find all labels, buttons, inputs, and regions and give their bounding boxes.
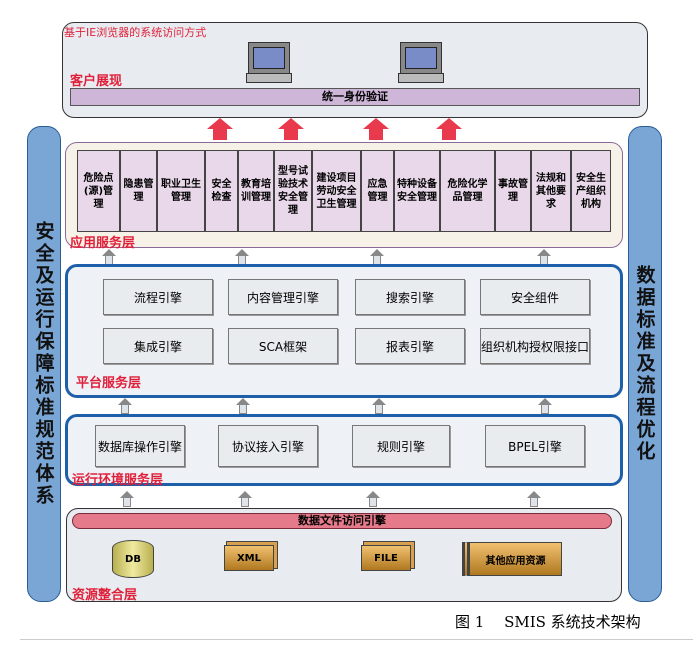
- app-module-box: 特种设备安全管理: [394, 150, 440, 232]
- platform-component-box-label: SCA框架: [258, 339, 308, 354]
- left-bar-text: 安全及运行保障标准规范体系: [32, 221, 55, 507]
- data-file-access-engine-bar: 数据文件访问引擎: [72, 513, 612, 529]
- platform-component-box-label: 内容管理引擎: [246, 290, 319, 305]
- platform-component-box: SCA框架: [228, 328, 338, 364]
- platform-component-box: 组织机构授权限接口: [480, 328, 590, 364]
- app-module-box-label: 特种设备安全管理: [397, 179, 437, 203]
- access-method-label: 基于IE浏览器的系统访问方式: [64, 26, 207, 39]
- up-arrow-icon: [236, 398, 250, 414]
- up-arrow-icon: [102, 249, 116, 265]
- platform-component-box-label: 组织机构授权限接口: [481, 339, 590, 354]
- up-arrow-icon: [372, 398, 386, 414]
- red-up-arrow-icon: [436, 118, 462, 140]
- db-label: DB: [125, 553, 141, 565]
- platform-component-box: 搜索引擎: [355, 279, 465, 315]
- runtime-component-box-label: 协议接入引擎: [231, 439, 304, 454]
- xml-label: XML: [236, 552, 262, 564]
- red-up-arrow-icon: [207, 118, 233, 140]
- platform-component-box-label: 流程引擎: [133, 290, 182, 305]
- right-data-standards-bar: 数据标准及流程优化: [628, 126, 662, 602]
- runtime-layer-label: 运行环境服务层: [72, 473, 164, 488]
- red-up-arrow-icon: [278, 118, 304, 140]
- runtime-component-box-label: BPEL引擎: [508, 439, 562, 454]
- platform-component-box-label: 集成引擎: [133, 339, 182, 354]
- app-module-box: 教育培训管理: [238, 150, 274, 232]
- app-module-box-label: 安全生产组织机构: [576, 172, 606, 210]
- database-icon: DB: [112, 540, 154, 578]
- platform-component-box-label: 搜索引擎: [385, 290, 434, 305]
- app-module-box-label: 法规和其他要求: [536, 172, 566, 210]
- computer-icon: [398, 42, 444, 83]
- app-module-box: 危险点(源)管理: [77, 150, 120, 232]
- app-module-box-label: 建设项目劳动安全卫生管理: [316, 172, 357, 210]
- resource-layer-label: 资源整合层: [72, 588, 138, 603]
- up-arrow-icon: [370, 249, 384, 265]
- runtime-component-box-label: 规则引擎: [376, 439, 425, 454]
- platform-component-box: 报表引擎: [355, 328, 465, 364]
- runtime-component-box-label: 数据库操作引擎: [97, 439, 182, 454]
- up-arrow-icon: [527, 491, 541, 507]
- app-module-box-label: 职业卫生管理: [161, 179, 201, 203]
- xml-document-icon: XML: [224, 545, 274, 571]
- app-module-box: 职业卫生管理: [157, 150, 205, 232]
- up-arrow-icon: [537, 249, 551, 265]
- up-arrow-icon: [118, 398, 132, 414]
- platform-layer-label: 平台服务层: [76, 376, 142, 391]
- file-document-icon: FILE: [361, 545, 411, 571]
- up-arrow-icon: [366, 491, 380, 507]
- app-module-box-label: 危险点(源)管理: [83, 172, 114, 210]
- runtime-component-box: 数据库操作引擎: [95, 425, 185, 467]
- app-module-box: 建设项目劳动安全卫生管理: [312, 150, 361, 232]
- app-module-box: 安全检查: [205, 150, 238, 232]
- left-standards-bar: 安全及运行保障标准规范体系: [27, 126, 61, 602]
- app-module-box-label: 教育培训管理: [241, 179, 271, 203]
- runtime-component-box: 协议接入引擎: [218, 425, 318, 467]
- app-module-box: 危险化学品管理: [440, 150, 495, 232]
- runtime-component-box: BPEL引擎: [485, 425, 585, 467]
- app-module-box: 隐患管理: [120, 150, 157, 232]
- platform-component-box-label: 报表引擎: [385, 339, 434, 354]
- other-resources-label: 其他应用资源: [485, 555, 546, 567]
- app-module-box: 事故管理: [495, 150, 531, 232]
- app-module-box: 安全生产组织机构: [571, 150, 611, 232]
- up-arrow-icon: [120, 491, 134, 507]
- platform-component-box-label: 安全组件: [510, 290, 559, 305]
- app-module-box-label: 危险化学品管理: [447, 179, 488, 203]
- platform-component-box: 集成引擎: [103, 328, 213, 364]
- platform-component-box: 内容管理引擎: [228, 279, 338, 315]
- unified-auth-bar: 统一身份验证: [70, 88, 640, 106]
- figure-caption: 图 1 SMIS 系统技术架构: [455, 613, 641, 631]
- up-arrow-icon: [235, 249, 249, 265]
- up-arrow-icon: [538, 398, 552, 414]
- app-layer-label: 应用服务层: [70, 236, 136, 251]
- computer-icon: [246, 42, 292, 83]
- file-label: FILE: [374, 552, 398, 564]
- runtime-component-box: 规则引擎: [352, 425, 450, 467]
- right-bar-text: 数据标准及流程优化: [633, 265, 656, 463]
- app-module-box-label: 事故管理: [498, 179, 528, 203]
- app-module-box-label: 安全检查: [211, 179, 232, 203]
- platform-component-box: 流程引擎: [103, 279, 213, 315]
- app-module-box-label: 型号试验技术安全管理: [278, 166, 308, 216]
- app-module-box: 型号试验技术安全管理: [274, 150, 312, 232]
- app-module-box-label: 应急管理: [367, 179, 388, 203]
- other-resources-icon: 其他应用资源: [462, 542, 562, 576]
- app-module-box-label: 隐患管理: [123, 179, 154, 203]
- red-up-arrow-icon: [363, 118, 389, 140]
- app-module-box: 法规和其他要求: [531, 150, 571, 232]
- platform-component-box: 安全组件: [480, 279, 590, 315]
- up-arrow-icon: [238, 491, 252, 507]
- app-module-box: 应急管理: [361, 150, 394, 232]
- divider: [20, 639, 693, 640]
- client-layer-label: 客户展现: [70, 74, 123, 89]
